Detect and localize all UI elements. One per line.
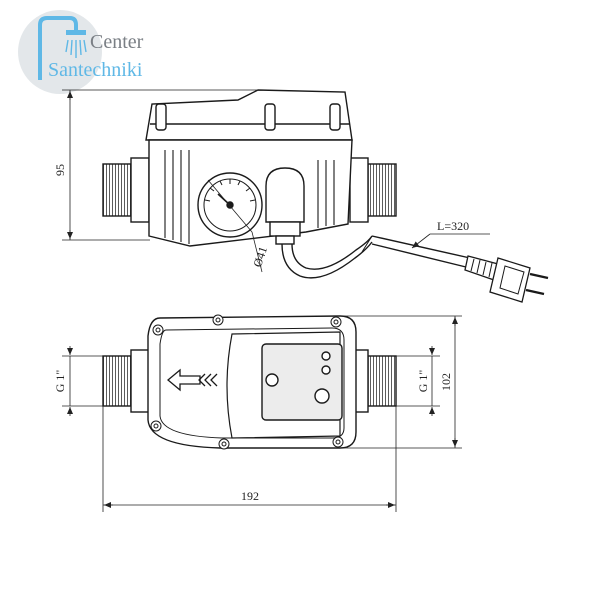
dimension-total-length	[102, 406, 397, 512]
screw-icons	[150, 314, 344, 450]
logo-text-line2: Santechniki	[48, 59, 143, 81]
dimension-thread-left	[62, 346, 104, 416]
shower-icon	[38, 16, 87, 80]
logo-text-line1: Center	[90, 31, 144, 53]
dimension-gauge	[207, 179, 263, 273]
mode-button-icon	[314, 388, 330, 404]
indicator-led-2	[321, 365, 331, 375]
dim-label-gauge: Ø41	[250, 245, 270, 269]
lid-clip-right	[329, 103, 341, 131]
dim-label-thread-right: G 1"	[416, 370, 430, 393]
right-thread	[367, 163, 397, 217]
side-view	[102, 89, 397, 247]
dimension-thread-right	[396, 346, 440, 416]
left-nut	[130, 157, 150, 223]
dim-label-192: 192	[241, 489, 259, 503]
dim-label-cable: L=320	[437, 219, 469, 233]
dim-label-thread-left: G 1"	[53, 370, 67, 393]
logo: Center Santechniki	[18, 10, 144, 94]
body-ribs	[164, 150, 335, 244]
top-right-thread	[367, 355, 397, 407]
power-cable	[281, 235, 471, 279]
indicator-led-1	[321, 351, 331, 361]
lid	[145, 89, 353, 141]
left-thread	[102, 163, 132, 217]
dimension-height-side	[62, 89, 258, 241]
lid-clip-left	[155, 103, 167, 131]
top-view	[102, 314, 397, 450]
top-left-nut	[130, 349, 150, 413]
power-plug-icon	[464, 255, 549, 303]
reset-button-icon	[265, 373, 279, 387]
cable-gland	[265, 167, 305, 245]
dim-label-102: 102	[439, 373, 453, 391]
right-nut	[349, 157, 369, 223]
dim-label-95: 95	[53, 164, 67, 176]
dimension-cable	[411, 233, 490, 249]
flow-direction-arrow-icon	[166, 368, 218, 392]
dimension-height-top	[340, 315, 462, 449]
pressure-gauge-icon	[197, 172, 263, 238]
lid-clip-center	[264, 103, 276, 131]
top-left-thread	[102, 355, 132, 407]
